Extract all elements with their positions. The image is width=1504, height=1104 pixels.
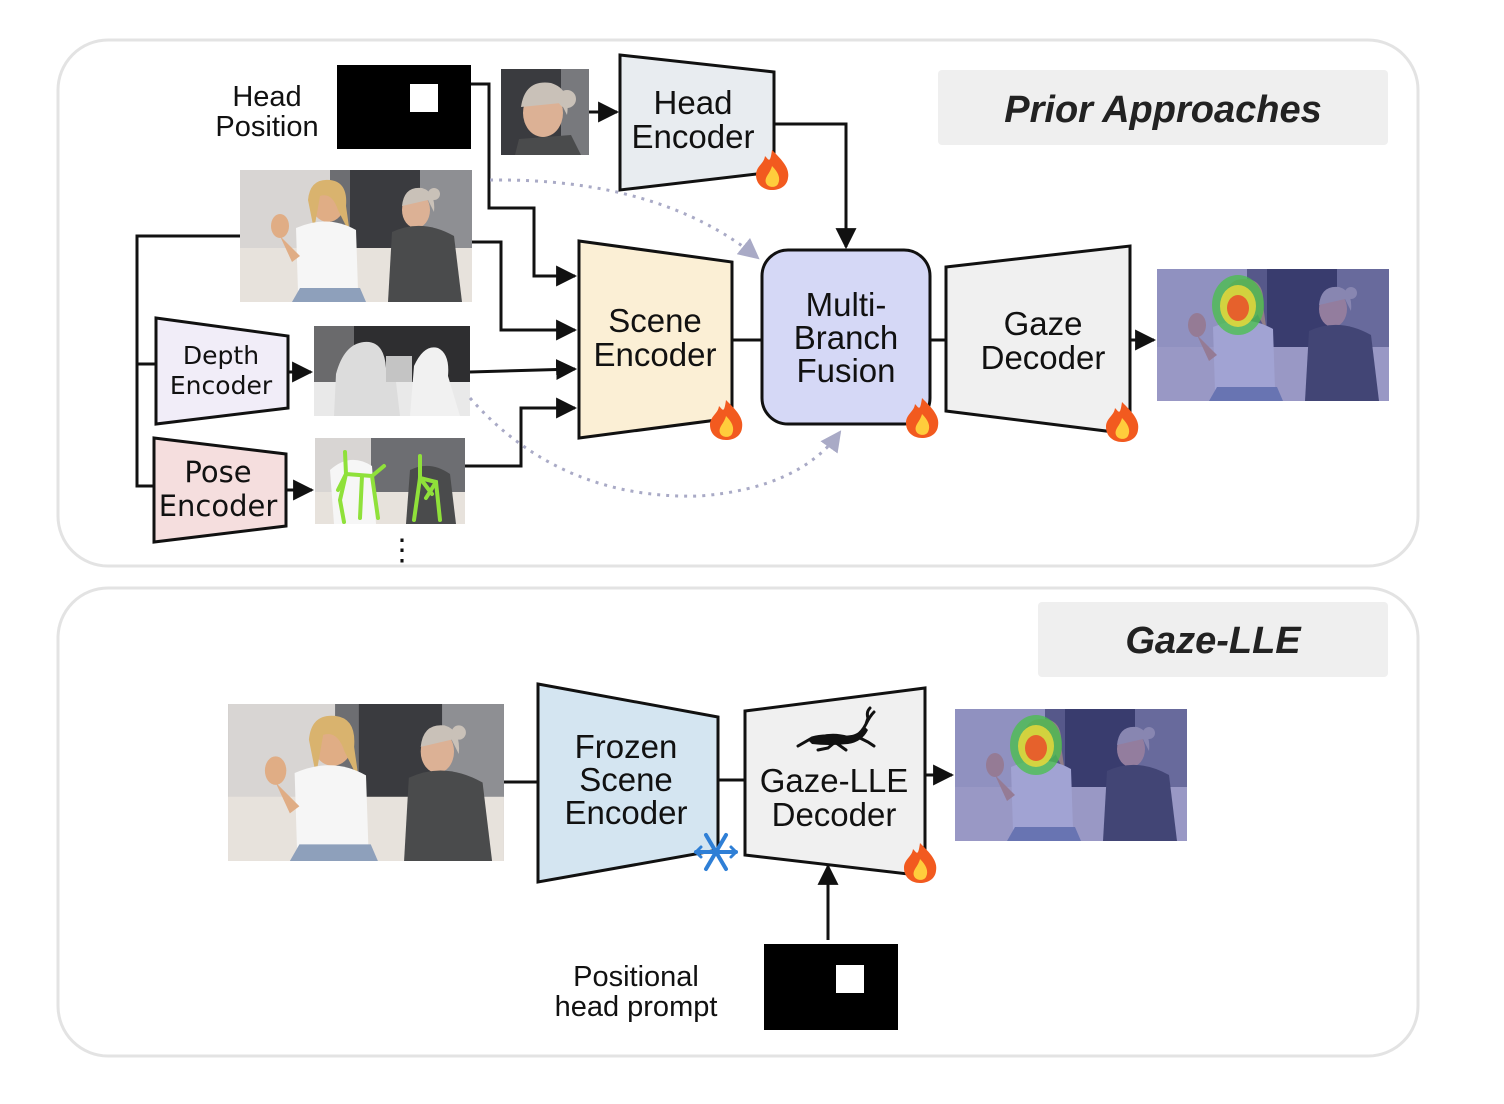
gazelle-title: Gaze-LLE [1125,620,1302,662]
fusion-block [760,248,932,426]
pose-encoder-label: Pose [184,455,251,489]
pose-encoder-label-2: Encoder [159,489,278,523]
snowflake-icon [693,833,739,871]
gaze-decoder-label-2: Decoder [981,339,1106,376]
ellipsis: ⋮ [387,534,417,567]
depth-encoder [154,316,290,426]
pose-image [315,438,465,524]
fire-icon [906,398,939,438]
head-position-label-2: Position [215,111,318,143]
head-encoder-label-2: Encoder [632,118,755,155]
fusion-label-3: Fusion [796,352,895,389]
head-encoder-label: Head [654,84,733,121]
prior-title: Prior Approaches [1004,89,1321,131]
gazelle-decoder-label: Gaze-LLE [760,762,909,799]
scene-encoder-label: Scene [608,302,702,339]
fusion-label: Multi- [806,286,887,323]
fire-icon [710,400,743,440]
positional-prompt-box [836,965,864,993]
pose-encoder [152,436,288,544]
head-position-mask [337,65,471,149]
fusion-label-2: Branch [794,319,899,356]
prompt-label: Positional [573,961,699,993]
fire-icon [756,150,789,190]
gazelle-icon [796,706,876,752]
gaze-decoder-label: Gaze [1004,305,1083,342]
head-position-label: Head [232,81,301,113]
frozen-encoder-label: Frozen [575,728,678,765]
head-crop-image [501,69,589,155]
gazelle-output-heatmap [955,709,1187,841]
head-position-box [410,84,438,112]
positional-prompt-mask [764,944,898,1030]
frozen-encoder-label-2: Scene [579,761,673,798]
gazelle-decoder-label-2: Decoder [772,796,897,833]
fire-icon [904,843,937,883]
prompt-label-2: head prompt [555,991,718,1023]
scene-image [240,170,472,302]
frozen-encoder-label-3: Encoder [565,794,688,831]
prior-output-heatmap [1157,269,1389,401]
depth-encoder-label-2: Encoder [170,371,273,400]
depth-map-image [314,326,470,416]
gazelle-title-box [1038,602,1388,677]
prior-title-box [938,70,1388,145]
depth-encoder-label: Depth [183,341,259,370]
gazelle-input-image [228,704,504,861]
scene-encoder-label-2: Encoder [594,336,717,373]
fire-icon [1106,402,1139,442]
